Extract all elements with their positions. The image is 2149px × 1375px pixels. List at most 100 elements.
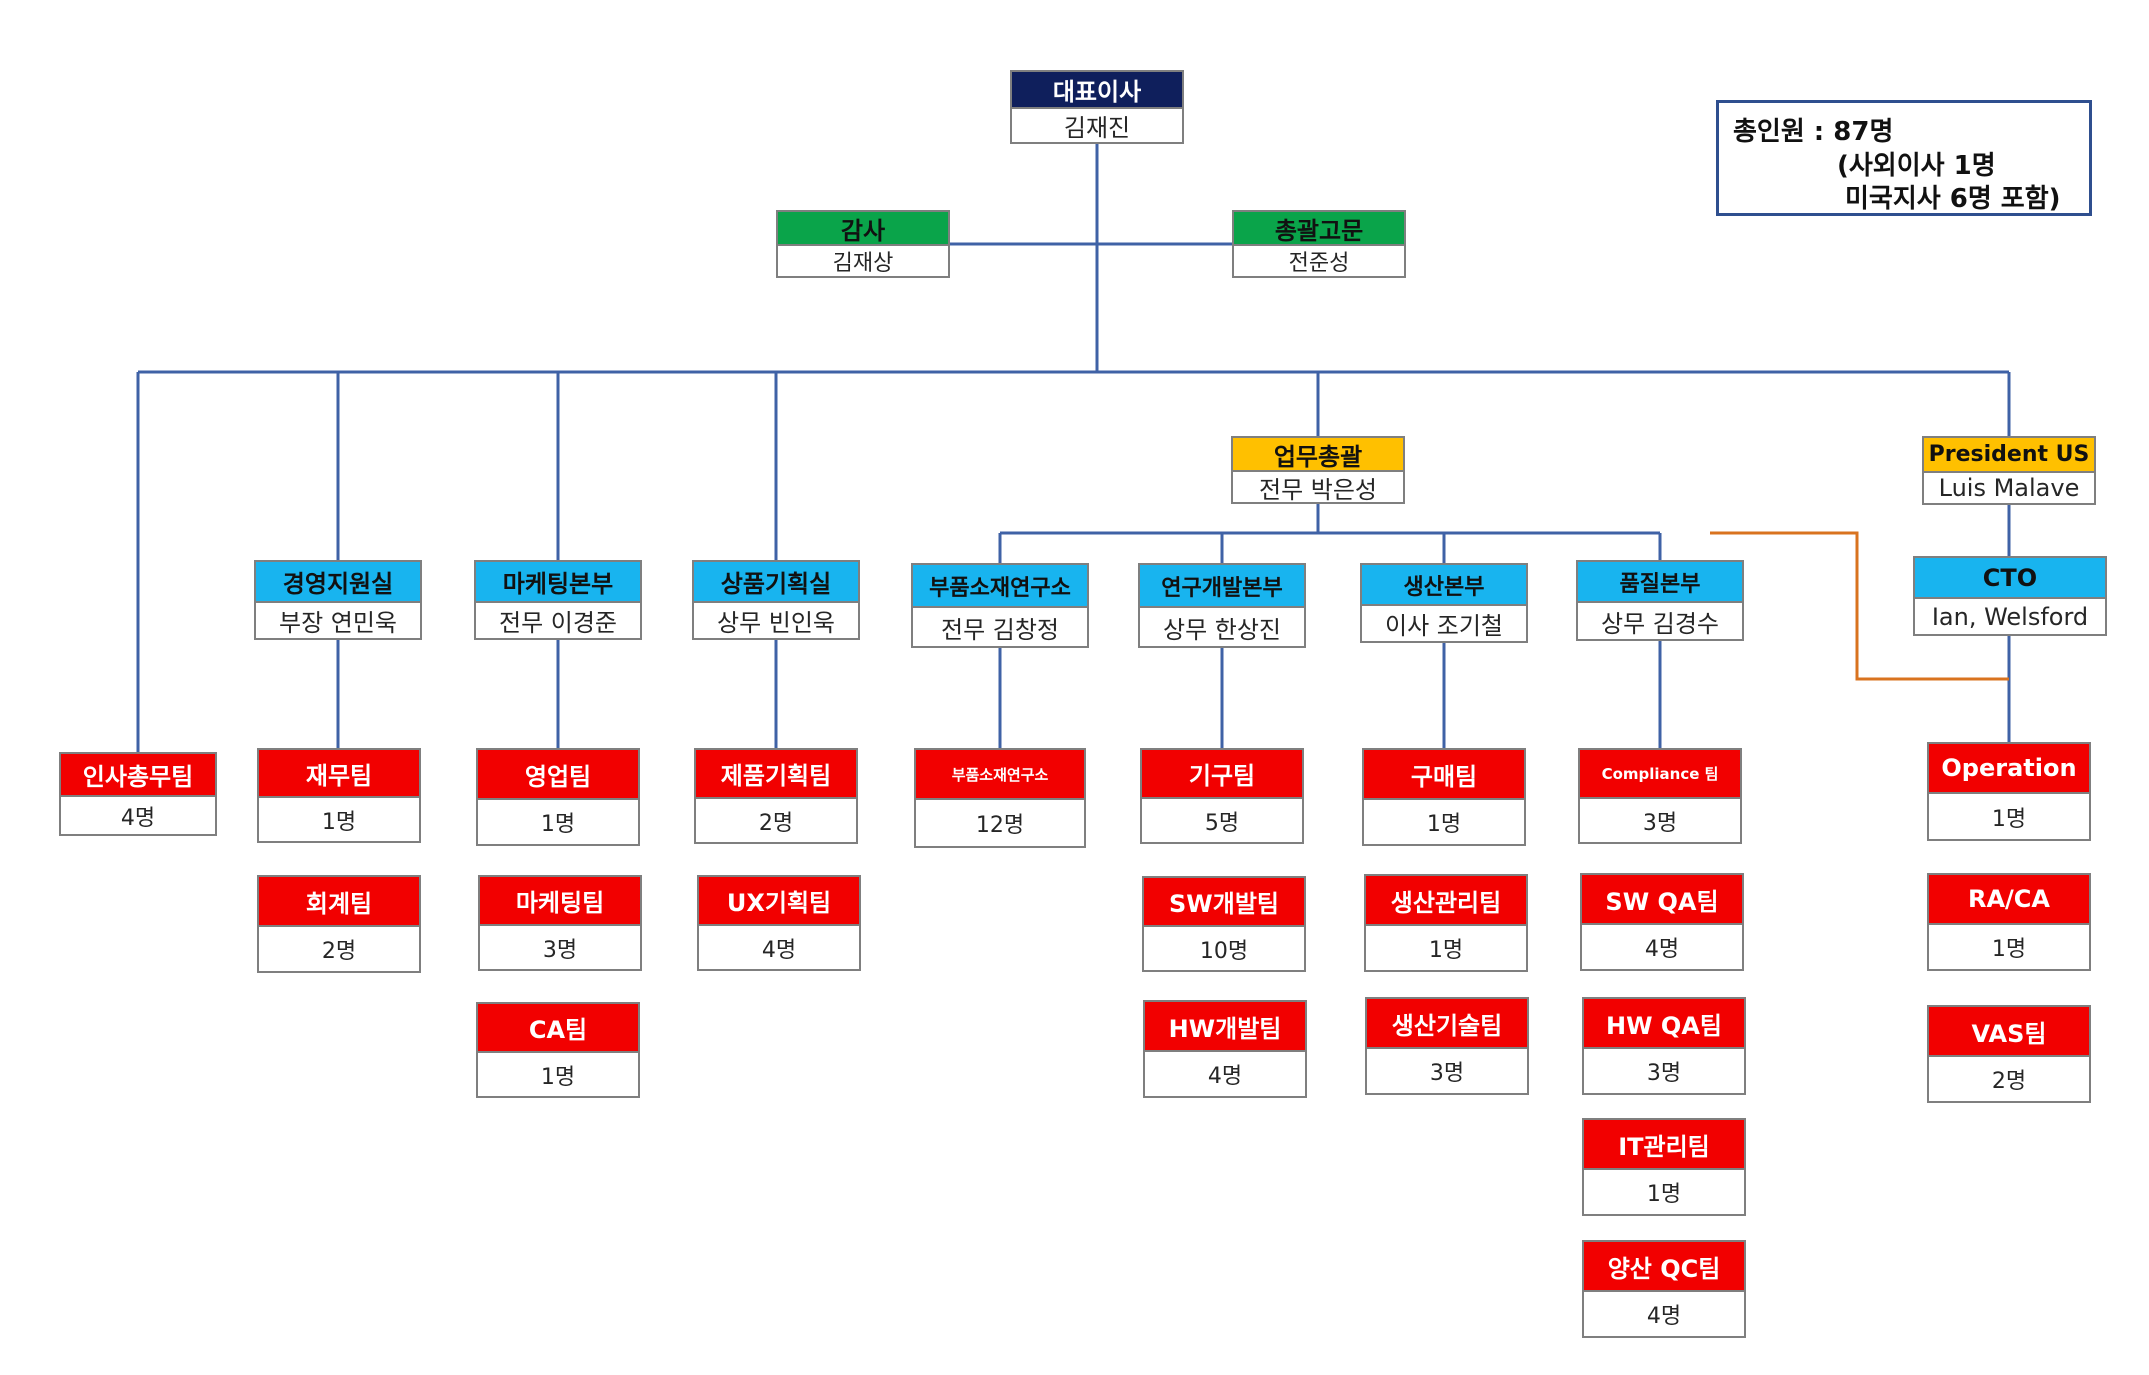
node-prod-mgmt-team-title: 생산관리팀 [1366,876,1526,926]
node-mass-qc-team: 양산 QC팀 4명 [1582,1240,1746,1338]
node-sw-qa-team-title: SW QA팀 [1582,875,1742,925]
node-raca-team-title: RA/CA [1929,875,2089,925]
headcount-total: 총인원 : 87명 [1733,117,1894,147]
node-accounting-team-count: 2명 [321,939,357,964]
node-prod-mgmt-team: 생산관리팀 1명 [1364,874,1528,972]
node-operation-team: Operation 1명 [1927,742,2091,841]
node-vas-team-title: VAS팀 [1929,1007,2089,1057]
node-ux-team-title: UX기획팀 [699,877,859,926]
node-mgmt-support-title: 경영지원실 [256,562,420,603]
node-sw-qa-team: SW QA팀 4명 [1580,873,1744,971]
node-materials-lab-title: 부품소재연구소 [913,565,1087,608]
node-mgmt-support-name: 부장 연민욱 [278,609,398,637]
node-prod-tech-team-title: 생산기술팀 [1367,999,1527,1049]
node-rnd-div-name: 상무 한상진 [1162,615,1282,644]
node-cto: CTO Ian, Welsford [1913,556,2107,636]
node-sw-dev-team-title: SW개발팀 [1144,878,1304,927]
node-materials-team-title: 부품소재연구소 [916,750,1084,800]
headcount-outside-director: (사외이사 1명 [1837,151,1996,181]
node-coo: 업무총괄 전무 박은성 [1231,436,1405,504]
node-hw-qa-team-count: 3명 [1646,1061,1682,1086]
node-sw-qa-team-count: 4명 [1644,937,1680,962]
headcount-summary: 총인원 : 87명 (사외이사 1명 미국지사 6명 포함) [1716,100,2092,216]
node-compliance-team-count: 3명 [1642,810,1678,836]
node-marketing-team-count: 3명 [542,937,578,963]
node-quality-div: 품질본부 상무 김경수 [1576,560,1744,641]
node-advisor: 총괄고문 전준성 [1232,210,1406,278]
node-materials-lab: 부품소재연구소 전무 김창정 [911,563,1089,648]
node-marketing-div-name: 전무 이경준 [498,609,618,637]
node-vas-team: VAS팀 2명 [1927,1005,2091,1103]
node-hw-dev-team: HW개발팀 4명 [1143,1000,1307,1098]
node-president-us: President US Luis Malave [1922,436,2096,505]
node-raca-team-count: 1명 [1991,937,2027,962]
node-product-plan-team: 제품기획팀 2명 [694,748,858,844]
node-materials-team: 부품소재연구소 12명 [914,748,1086,848]
node-president-us-title: President US [1924,438,2094,473]
node-prod-tech-team-count: 3명 [1429,1061,1465,1086]
node-product-plan-team-title: 제품기획팀 [696,750,856,799]
node-auditor-name: 김재상 [832,251,894,276]
node-product-planning-title: 상품기획실 [694,562,858,603]
node-mgmt-support: 경영지원실 부장 연민욱 [254,560,422,640]
node-auditor: 감사 김재상 [776,210,950,278]
node-marketing-div-title: 마케팅본부 [476,562,640,603]
node-finance-team-count: 1명 [321,809,357,835]
node-operation-team-count: 1명 [1991,806,2027,832]
node-cto-title: CTO [1915,558,2105,599]
node-purchase-team-count: 1명 [1426,812,1462,837]
node-prod-tech-team: 생산기술팀 3명 [1365,997,1529,1095]
node-it-team: IT관리팀 1명 [1582,1118,1746,1216]
node-rnd-div-title: 연구개발본부 [1140,565,1304,608]
node-operation-team-title: Operation [1929,744,2089,794]
node-quality-div-name: 상무 김경수 [1600,609,1720,638]
node-sw-dev-team-count: 10명 [1199,938,1249,964]
node-mech-team-count: 5명 [1204,810,1240,836]
node-marketing-team: 마케팅팀 3명 [478,875,642,971]
node-mass-qc-team-count: 4명 [1646,1304,1682,1329]
node-product-planning-name: 상무 빈인욱 [716,609,836,637]
node-ceo-title: 대표이사 [1012,72,1182,109]
node-president-us-name: Luis Malave [1938,474,2080,502]
node-mech-team-title: 기구팀 [1142,750,1302,799]
node-accounting-team-title: 회계팀 [259,877,419,927]
node-quality-div-title: 품질본부 [1578,562,1742,603]
node-hr-team-count: 4명 [120,805,156,831]
node-ceo: 대표이사 김재진 [1010,70,1184,144]
quality-to-cto-line [1710,531,2009,681]
node-advisor-title: 총괄고문 [1234,212,1404,246]
node-mech-team: 기구팀 5명 [1140,748,1304,844]
node-finance-team: 재무팀 1명 [257,748,421,843]
node-ux-team-count: 4명 [761,937,797,963]
node-mass-qc-team-title: 양산 QC팀 [1584,1242,1744,1292]
node-hw-dev-team-title: HW개발팀 [1145,1002,1305,1052]
node-production-div: 생산본부 이사 조기철 [1360,563,1528,643]
node-coo-name: 전무 박은성 [1258,475,1378,503]
node-sw-dev-team: SW개발팀 10명 [1142,876,1306,972]
node-ca-team-count: 1명 [540,1064,576,1090]
node-ca-team-title: CA팀 [478,1004,638,1053]
node-product-planning: 상품기획실 상무 빈인욱 [692,560,860,640]
node-sales-team: 영업팀 1명 [476,748,640,846]
node-materials-lab-name: 전무 김창정 [940,615,1060,644]
node-finance-team-title: 재무팀 [259,750,419,798]
node-hw-qa-team: HW QA팀 3명 [1582,997,1746,1095]
node-purchase-team: 구매팀 1명 [1362,748,1526,846]
node-advisor-name: 전준성 [1288,251,1350,276]
node-marketing-team-title: 마케팅팀 [480,877,640,926]
node-production-div-name: 이사 조기철 [1384,612,1504,640]
node-auditor-title: 감사 [778,212,948,246]
node-compliance-team-title: Compliance 팀 [1580,750,1740,799]
node-hr-team: 인사총무팀 4명 [59,752,217,836]
node-cto-name: Ian, Welsford [1931,602,2089,631]
node-rnd-div: 연구개발본부 상무 한상진 [1138,563,1306,648]
node-prod-mgmt-team-count: 1명 [1428,938,1464,963]
node-vas-team-count: 2명 [1991,1069,2027,1094]
node-hw-dev-team-count: 4명 [1207,1064,1243,1089]
node-sales-team-title: 영업팀 [478,750,638,800]
node-coo-title: 업무총괄 [1233,438,1403,472]
headcount-us-branch: 미국지사 6명 포함) [1845,184,2061,214]
node-materials-team-count: 12명 [975,813,1025,838]
